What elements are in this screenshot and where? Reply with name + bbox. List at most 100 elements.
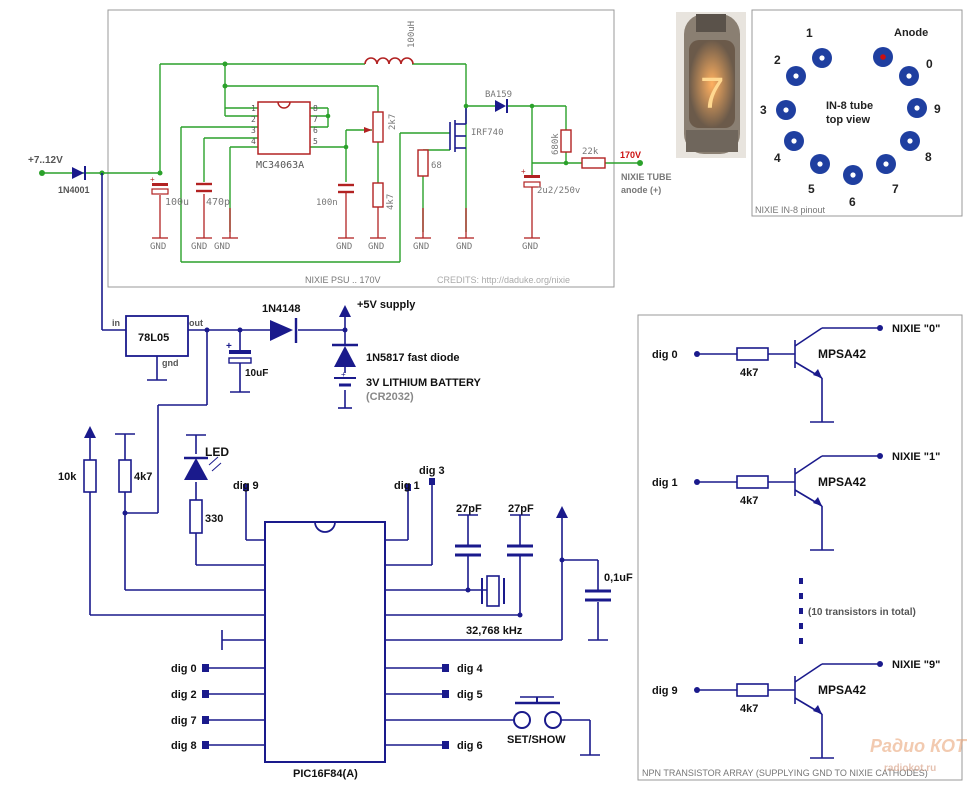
led [184, 434, 222, 480]
regulator-gnd: gnd [162, 358, 179, 368]
battery-label: 3V LITHIUM BATTERY [366, 377, 482, 389]
ic-pin-numbers: 1 2 3 4 8 7 6 5 [251, 104, 318, 146]
dig-labels: dig 9 dig 1 dig 3 dig 0 dig 2 dig 7 dig … [171, 465, 484, 752]
row-input-label: dig 9 [652, 685, 678, 697]
regulator-78l05 [125, 315, 189, 357]
transistor-model: MPSA42 [818, 683, 866, 697]
inductor [364, 57, 414, 65]
base-resistor-label: 4k7 [740, 367, 758, 379]
base-resistor-label: 4k7 [740, 703, 758, 715]
ic-pin: 7 [313, 115, 318, 124]
dig-label: dig 6 [457, 740, 483, 752]
pinout-center-line1: IN-8 tube [826, 100, 873, 112]
cap-27pf-b-label: 27pF [508, 503, 534, 515]
transistor-wires [697, 327, 880, 759]
gnd-label: GND [522, 242, 538, 252]
node [563, 160, 569, 166]
res-10k [83, 459, 97, 493]
cap-10uf: + [226, 341, 252, 364]
node [157, 170, 163, 176]
node [517, 612, 523, 618]
node [465, 587, 471, 593]
mosfet-irf740 [449, 106, 467, 152]
diode-ba159-label: BA159 [485, 90, 512, 100]
led-label: LED [205, 445, 229, 459]
svg-text:+: + [341, 370, 346, 379]
watermark: Радио КОТ radiokot.ru [870, 736, 967, 774]
regulator-name: 78L05 [138, 332, 169, 344]
row-input-label: dig 1 [652, 477, 678, 489]
transistor-caption: NPN TRANSISTOR ARRAY (SUPPLYING GND TO N… [642, 768, 928, 778]
cap-01uf-label: 0,1uF [604, 572, 633, 584]
node [529, 103, 535, 109]
res-680k [560, 129, 572, 153]
button-label: SET/SHOW [507, 734, 566, 746]
watermark-line2: radiokot.ru [884, 763, 936, 774]
regulator-section: 78L05 in out gnd + 10uF 1N4148 +5V suppl… [101, 173, 482, 514]
battery: + [334, 370, 356, 387]
battery-type: (CR2032) [366, 391, 414, 403]
dig-label: dig 5 [457, 689, 483, 701]
res-22k [581, 157, 606, 169]
pinout-frame [751, 9, 963, 217]
cap-01uf [585, 589, 611, 602]
psu-title: NIXIE PSU .. 170V [305, 275, 381, 285]
crystal-label: 32,768 kHz [466, 625, 523, 637]
gnd-label: GND [214, 242, 230, 252]
input-voltage-label: +7..12V [28, 155, 63, 166]
res-4k7-base [736, 683, 769, 697]
row-output-label: NIXIE "9" [892, 659, 940, 671]
cap-27pf-pair [455, 544, 533, 557]
transistor-model: MPSA42 [818, 347, 866, 361]
res-330-label: 330 [205, 513, 223, 525]
cap-2u2: + [521, 167, 541, 188]
pin-number: 6 [849, 195, 856, 209]
pin-numbers: 1 2 3 4 5 6 7 8 9 0 [760, 26, 941, 209]
watermark-line1: Радио КОТ [870, 736, 967, 756]
transistor-emitter-arrows [813, 369, 822, 714]
row-output-label: NIXIE "1" [892, 451, 940, 463]
tube-digit: 7 [700, 69, 724, 118]
output-label-line1: NIXIE TUBE [621, 172, 672, 182]
cap-470p [196, 182, 212, 193]
mosfet-label: IRF740 [471, 128, 504, 138]
pin-number: 7 [892, 182, 899, 196]
diode-1n4148-label: 1N4148 [262, 303, 301, 315]
ic-pin: 3 [251, 126, 256, 135]
transistor-io-dots [694, 325, 883, 693]
input-diode-label: 1N4001 [58, 185, 90, 195]
pin-number: 4 [774, 151, 781, 165]
ic-pin: 2 [251, 115, 256, 124]
res-10k-label: 10k [58, 471, 77, 483]
dig-label: dig 4 [457, 663, 484, 675]
crystal [481, 575, 505, 607]
cap-100n [338, 183, 354, 194]
pin-number: 2 [774, 53, 781, 67]
vcc-arrow [84, 426, 96, 438]
ellipsis-dots [799, 578, 803, 644]
pin-number: 1 [806, 26, 813, 40]
dig-label: dig 8 [171, 740, 197, 752]
res-68 [417, 149, 429, 177]
ic-pin: 6 [313, 126, 318, 135]
node [343, 144, 349, 150]
supply-label: +5V supply [357, 299, 416, 311]
dig-label: dig 0 [171, 663, 197, 675]
res-4k7 [372, 182, 384, 208]
inductor-label: 100uH [407, 21, 417, 48]
node [222, 61, 228, 67]
supply-arrow [339, 305, 351, 317]
pin-number: 3 [760, 103, 767, 117]
output-label-line2: anode (+) [621, 185, 661, 195]
set-show-button[interactable] [513, 696, 562, 729]
gnd-label: GND [413, 242, 429, 252]
vcc-arrow [556, 506, 568, 518]
transistor-frame [637, 314, 963, 781]
gnd-label: GND [368, 242, 384, 252]
pic16f84-chip [264, 521, 386, 763]
node [342, 327, 348, 333]
res-4k7-base [736, 347, 769, 361]
transistor-model: MPSA42 [818, 475, 866, 489]
dig-label: dig 9 [233, 480, 259, 492]
